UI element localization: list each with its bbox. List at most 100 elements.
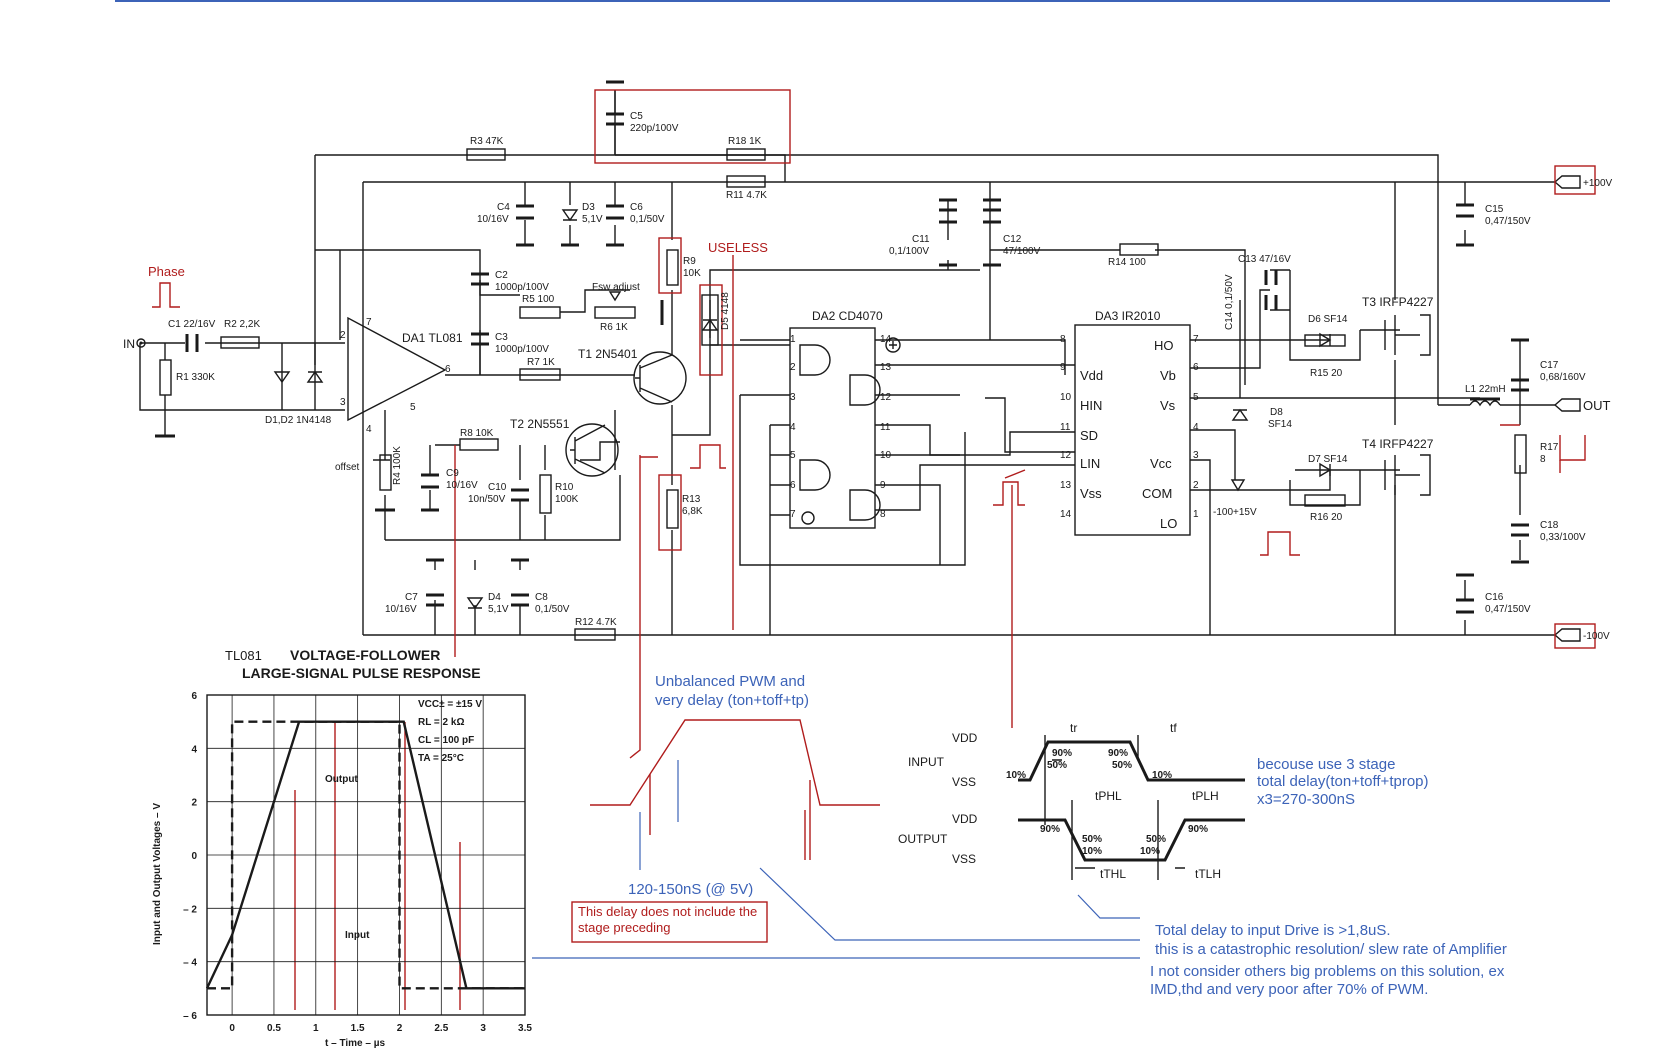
graph-xtick: 1.5 xyxy=(351,1023,365,1034)
label-c3: C3 xyxy=(495,332,508,343)
pin-sd: SD xyxy=(1080,428,1098,443)
graph-xtick: 0.5 xyxy=(267,1023,281,1034)
svg-text:1: 1 xyxy=(1193,509,1199,520)
label-r15: R15 20 xyxy=(1310,368,1343,379)
pin-vcc: Vcc xyxy=(1150,456,1172,471)
timing-waveforms xyxy=(1018,735,1245,880)
label-c7v: 10/16V xyxy=(385,604,417,615)
svg-text:8: 8 xyxy=(880,509,886,520)
svg-text:90%: 90% xyxy=(1108,748,1128,759)
pin-com: COM xyxy=(1142,486,1172,501)
svg-text:4: 4 xyxy=(790,422,796,433)
label-d5: D5 4148 xyxy=(720,292,731,330)
note-pwm1: Unbalanced PWM and xyxy=(655,673,805,690)
label-r8: R8 10K xyxy=(460,428,494,439)
svg-text:10%: 10% xyxy=(1140,846,1160,857)
label-r16: R16 20 xyxy=(1310,512,1343,523)
component-labels: R3 47K C5 220p/100V R18 1K R11 4.7K C4 1… xyxy=(123,111,1613,642)
timing-ttlh: tTLH xyxy=(1195,867,1221,881)
graph-cond2: RL = 2 kΩ xyxy=(418,717,464,728)
label-r5: R5 100 xyxy=(522,294,555,305)
label-r13v: 6,8K xyxy=(682,506,703,517)
svg-text:14: 14 xyxy=(880,334,892,345)
svg-text:2: 2 xyxy=(790,362,796,373)
svg-text:90%: 90% xyxy=(1188,824,1208,835)
timing-labels: INPUT OUTPUT VDD VSS VDD VSS tr tf 90% 5… xyxy=(898,721,1221,881)
label-t1: T1 2N5401 xyxy=(578,347,638,361)
label-r9v: 10K xyxy=(683,268,701,279)
label-da2: DA2 CD4070 xyxy=(812,309,883,323)
label-in: IN xyxy=(123,337,135,351)
svg-text:3: 3 xyxy=(340,397,346,408)
label-r4: R4 100K xyxy=(392,446,403,485)
svg-text:4: 4 xyxy=(366,424,372,435)
label-r10: R10 xyxy=(555,482,574,493)
label-c12v: 47/100V xyxy=(1003,246,1041,257)
label-l1: L1 22mH xyxy=(1465,384,1506,395)
label-c10v: 10n/50V xyxy=(468,494,506,505)
timing-vss2: VSS xyxy=(952,852,976,866)
svg-text:2: 2 xyxy=(1193,480,1199,491)
graph-ytick: 4 xyxy=(191,744,197,755)
label-c11: C11 xyxy=(912,234,930,245)
label-out: OUT xyxy=(1583,398,1611,413)
series-input xyxy=(207,720,525,990)
note-total3: I not consider others big problems on th… xyxy=(1150,963,1505,980)
label-c8: C8 xyxy=(535,592,548,603)
graph-xtick: 3 xyxy=(480,1023,486,1034)
svg-text:7: 7 xyxy=(790,509,796,520)
timing-tr: tr xyxy=(1070,721,1077,735)
svg-text:5: 5 xyxy=(410,402,416,413)
svg-text:11: 11 xyxy=(880,422,891,433)
note-total2: this is a catastrophic resolution/ slew … xyxy=(1155,941,1507,958)
label-c14: C14 0,1/50V xyxy=(1224,274,1235,330)
graph-ytick: 6 xyxy=(191,691,197,702)
graph-xtick: 1 xyxy=(313,1023,319,1034)
note-total4: IMD,thd and very poor after 70% of PWM. xyxy=(1150,981,1428,998)
svg-text:10: 10 xyxy=(880,450,892,461)
graph-title1: VOLTAGE-FOLLOWER xyxy=(290,647,440,663)
pin-vss: Vss xyxy=(1080,486,1102,501)
label-da1: DA1 TL081 xyxy=(402,331,463,345)
timing-vdd2: VDD xyxy=(952,812,978,826)
label-c15: C15 xyxy=(1485,204,1504,215)
graph-ytick: – 6 xyxy=(183,1011,197,1022)
svg-text:14: 14 xyxy=(1060,509,1072,520)
label-r17: R17 xyxy=(1540,442,1559,453)
graph-ytick: 2 xyxy=(191,798,197,809)
red-annotations xyxy=(152,89,1596,943)
label-c7: C7 xyxy=(405,592,418,603)
label-d4: D4 xyxy=(488,592,501,603)
svg-text:50%: 50% xyxy=(1112,760,1132,771)
note-pwm2: very delay (ton+toff+tp) xyxy=(655,692,809,709)
label-c4: C4 xyxy=(497,202,510,213)
timing-tf: tf xyxy=(1170,721,1177,735)
label-d8v: SF14 xyxy=(1268,419,1292,430)
label-d12: D1,D2 1N4148 xyxy=(265,415,332,426)
graph-xtick: 2 xyxy=(397,1023,403,1034)
svg-text:9: 9 xyxy=(1060,362,1066,373)
graph-cond4: TA = 25°C xyxy=(418,753,464,764)
svg-text:7: 7 xyxy=(366,317,372,328)
label-r2: R2 2,2K xyxy=(224,319,260,330)
label-c2v: 1000p/100V xyxy=(495,282,549,293)
label-c5v: 220p/100V xyxy=(630,123,679,134)
label-d3: D3 xyxy=(582,202,595,213)
timing-input: INPUT xyxy=(908,755,945,769)
graph-xtick: 3.5 xyxy=(518,1023,532,1034)
graph-grid xyxy=(207,694,526,1016)
svg-text:50%: 50% xyxy=(1047,760,1067,771)
svg-text:10%: 10% xyxy=(1152,770,1172,781)
label-c9: C9 xyxy=(446,468,459,479)
pulse-response-graph: TL081 VOLTAGE-FOLLOWER LARGE-SIGNAL PULS… xyxy=(152,647,532,1049)
graph-ylabel: Input and Output Voltages – V xyxy=(152,803,163,945)
label-r1: R1 330K xyxy=(176,372,215,383)
blue-annotations xyxy=(532,760,1140,959)
label-r17v: 8 xyxy=(1540,454,1546,465)
pin-lo: LO xyxy=(1160,516,1177,531)
graph-output-label: Output xyxy=(325,774,358,785)
timing-tplh: tPLH xyxy=(1192,789,1219,803)
label-offset: offset xyxy=(335,462,359,473)
svg-text:3: 3 xyxy=(790,392,796,403)
